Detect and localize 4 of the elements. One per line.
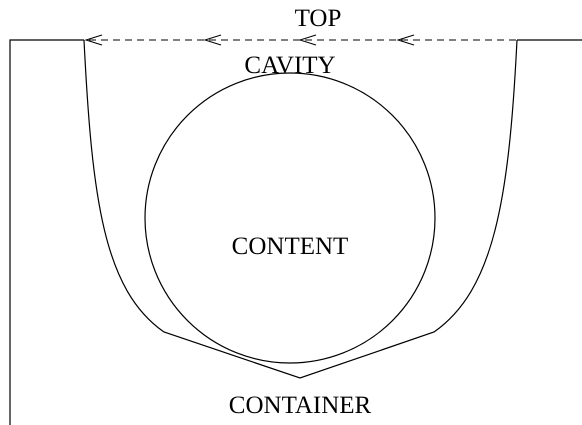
part-label: CONTAINER [228,393,372,418]
part-label: CONTENT [232,234,348,259]
part-label: CAVITY [244,53,336,78]
direction-label: TOP [294,6,342,31]
